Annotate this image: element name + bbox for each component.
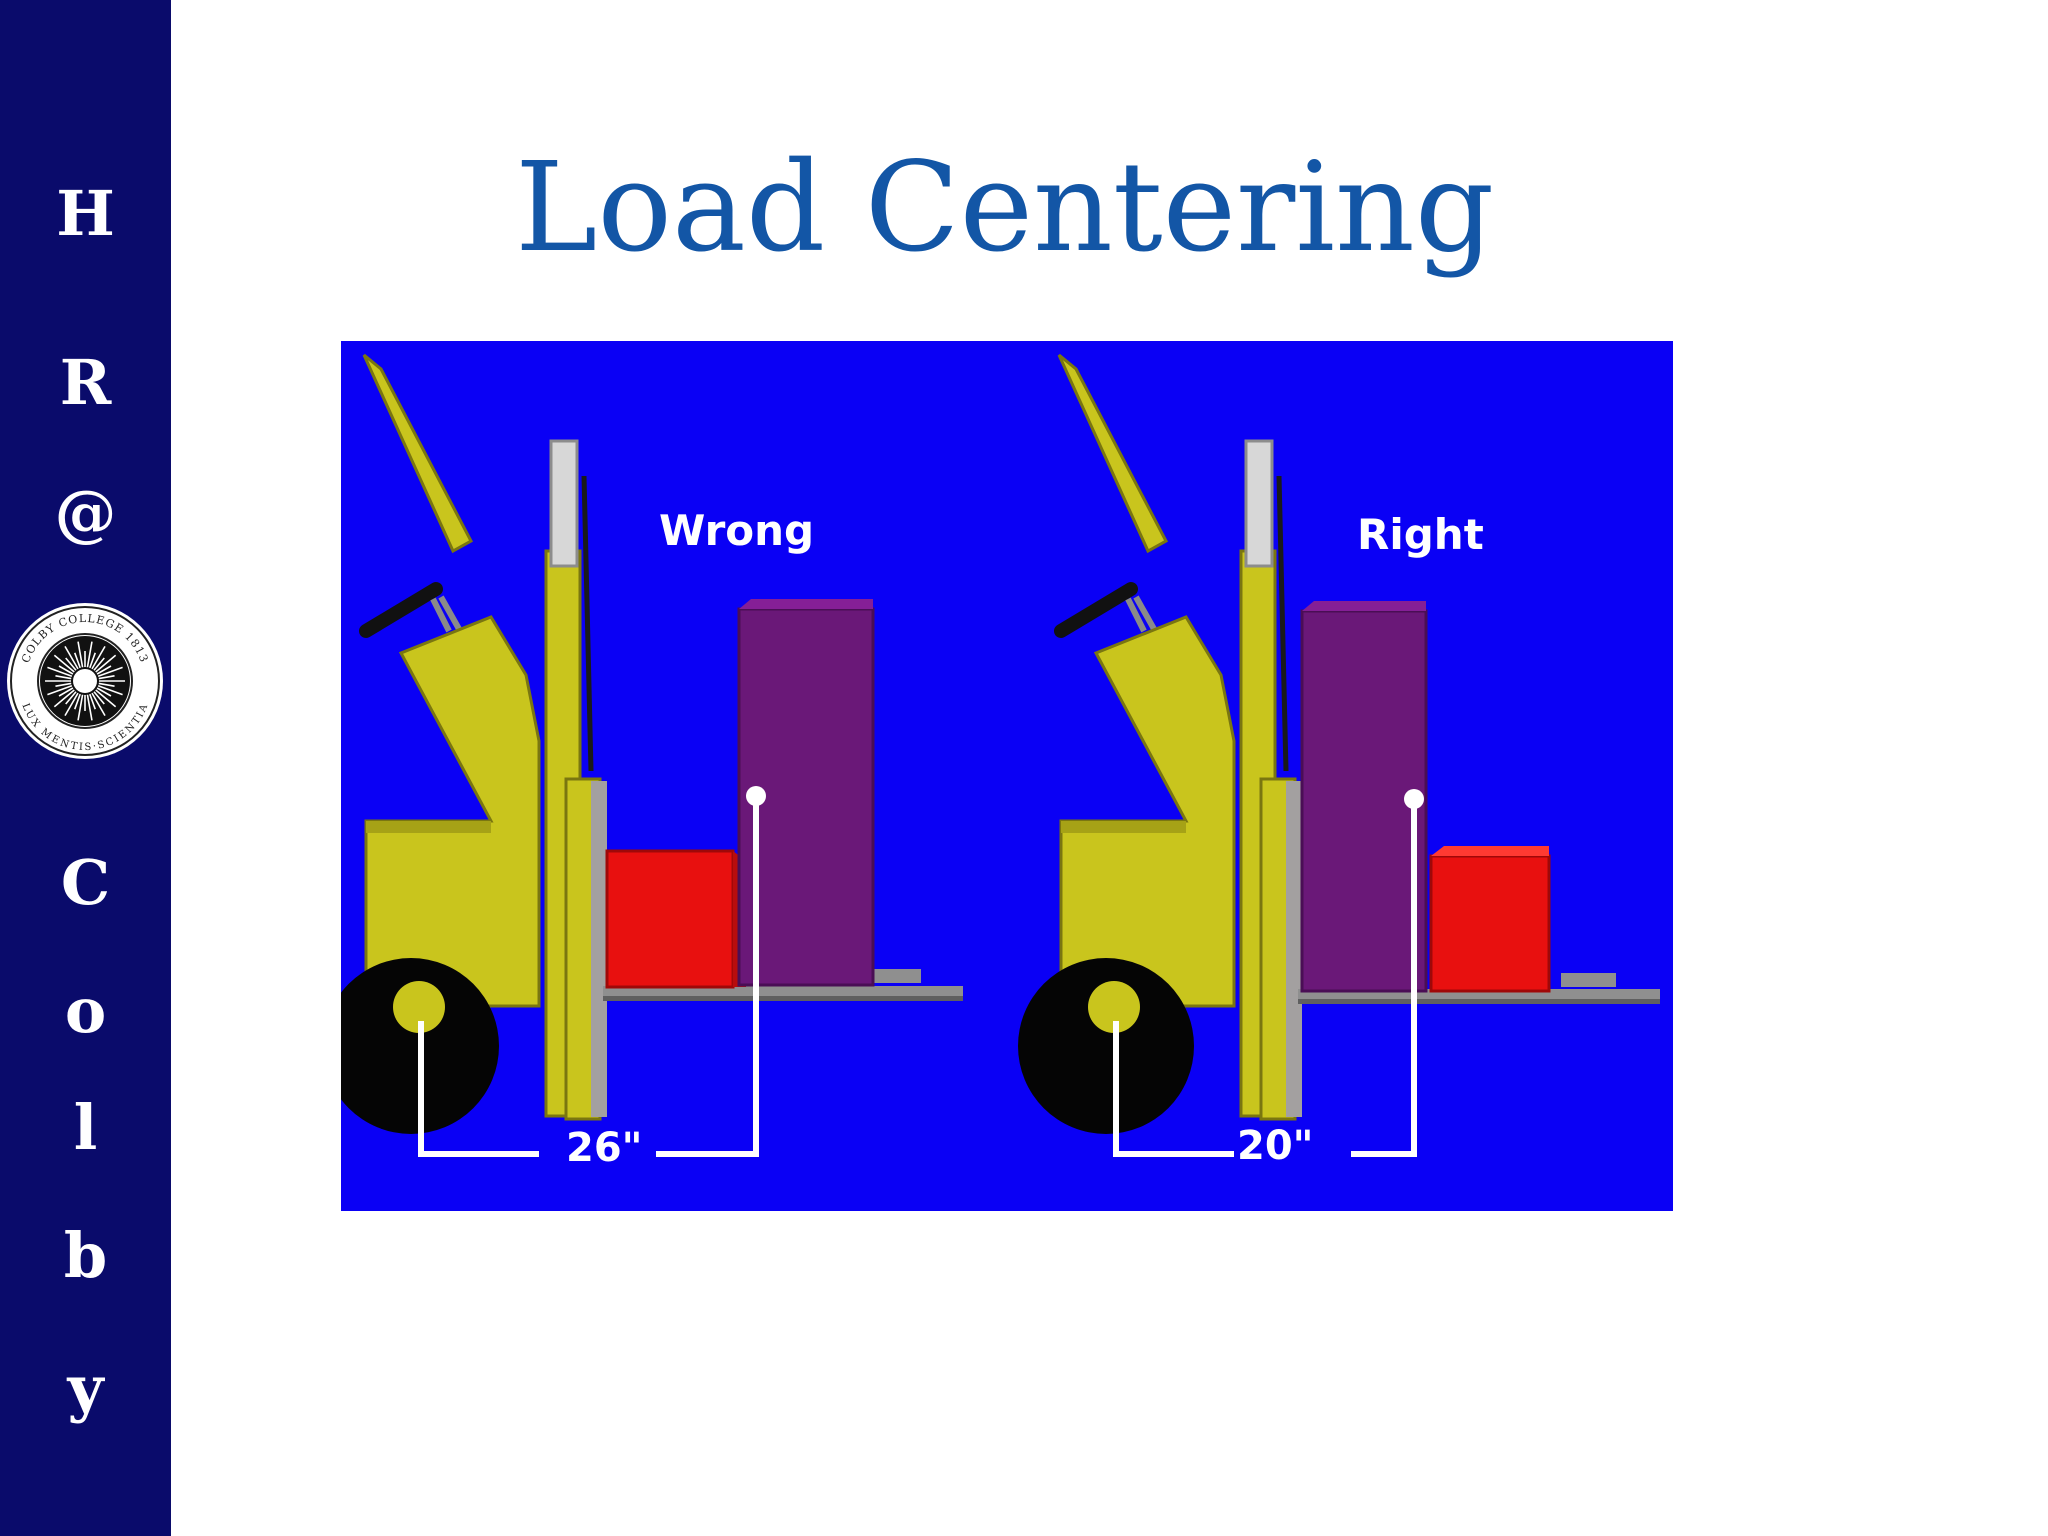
seal-ray — [73, 652, 81, 669]
seal-ray — [47, 666, 73, 677]
distance-label-wrong: 26" — [566, 1125, 643, 1171]
seal-ray — [91, 692, 106, 717]
seal-ray — [47, 685, 73, 696]
sidebar-letter: l — [73, 1091, 98, 1164]
box-load — [1429, 854, 1551, 993]
sidebar-letter: C — [60, 846, 111, 919]
figure-background — [341, 341, 1673, 1211]
distance-label-right: 20" — [1237, 1123, 1314, 1169]
panel-label-wrong: Wrong — [659, 506, 814, 555]
seal-ray — [97, 685, 123, 696]
panel-label-right: Right — [1357, 510, 1484, 559]
seal-ray — [65, 657, 77, 671]
seal-ray — [58, 687, 74, 697]
seal-ray — [98, 682, 115, 687]
slide-title: Load Centering — [515, 136, 1495, 280]
sidebar: H R @ COLBY COLLEGE 1813 LUX MENTIS·SCIE… — [0, 0, 171, 1536]
seal-ray — [98, 675, 115, 680]
sidebar-letter: R — [59, 346, 112, 419]
seal-ray — [53, 689, 75, 708]
seal-ray — [97, 666, 123, 677]
seal-ray — [86, 694, 93, 721]
forklift-right — [1018, 353, 1660, 1157]
seal-ray — [58, 665, 74, 675]
seal-ray — [55, 682, 72, 687]
college-seal-logo: COLBY COLLEGE 1813 LUX MENTIS·SCIENTIA — [7, 603, 163, 759]
seal-ray — [65, 691, 77, 705]
seal-ray — [89, 693, 97, 710]
seal-ray — [91, 645, 106, 670]
seal-ray — [93, 657, 105, 671]
seal-ray — [73, 693, 81, 710]
seal-ray — [95, 654, 117, 673]
tall-load — [1300, 609, 1428, 993]
seal-ray — [95, 689, 117, 708]
sidebar-letter: o — [64, 974, 107, 1047]
seal-ray — [96, 665, 112, 675]
sidebar-letter: H — [56, 177, 115, 250]
load-centering-illustration: 26" Wrong 20" Right — [341, 341, 1673, 1211]
forklift-wrong — [341, 353, 963, 1157]
box-load — [605, 849, 735, 989]
seal-ray — [64, 692, 79, 717]
seal-ray — [96, 687, 112, 697]
sidebar-letter: b — [63, 1219, 108, 1292]
seal-ray — [86, 641, 93, 668]
sidebar-letter: y — [67, 1352, 104, 1425]
seal-ray — [93, 691, 105, 705]
seal-ray — [64, 645, 79, 670]
seal-ray — [55, 675, 72, 680]
seal-ray — [77, 641, 84, 668]
sidebar-letter: @ — [54, 476, 117, 549]
seal-ray — [77, 694, 84, 721]
seal-ray — [53, 654, 75, 673]
seal-ray — [89, 652, 97, 669]
